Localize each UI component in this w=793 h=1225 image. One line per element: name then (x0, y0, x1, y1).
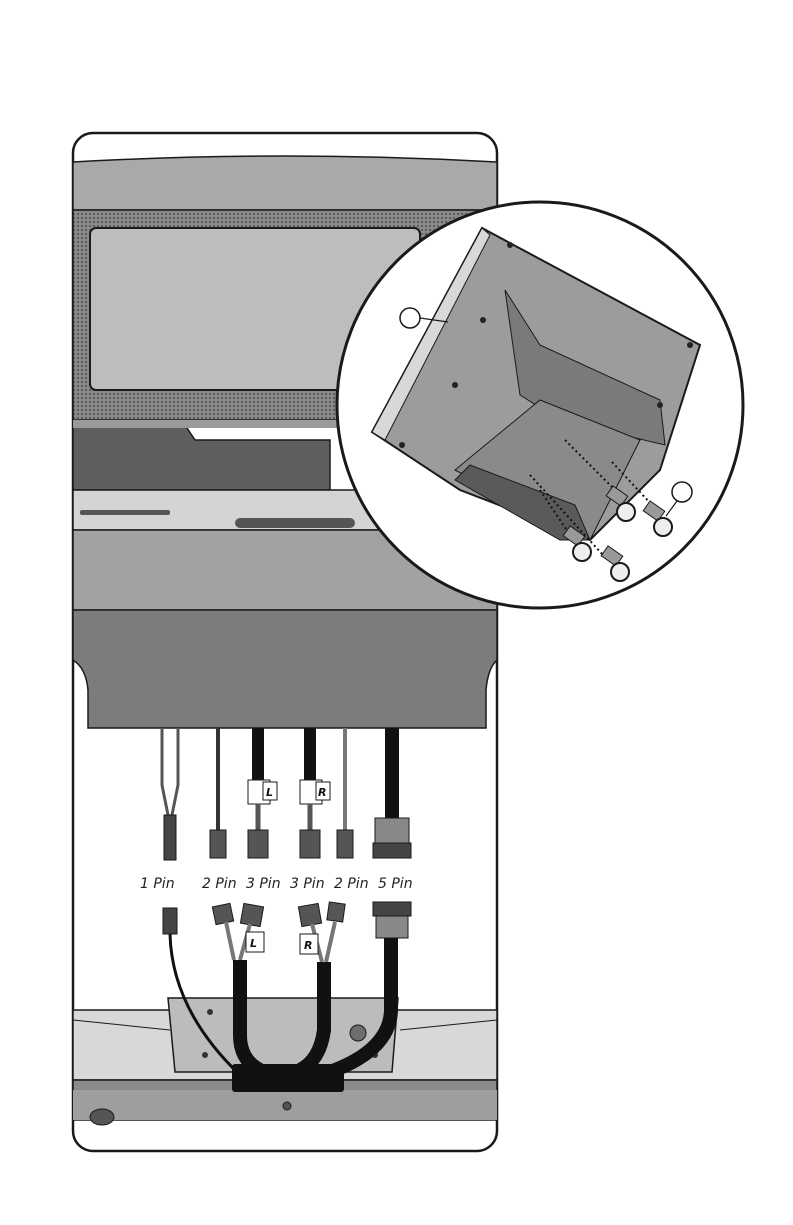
pin-label-4: 3 Pin (290, 876, 325, 892)
base-knob-icon (90, 1109, 114, 1125)
pin-label-6: 5 Pin (378, 876, 413, 892)
pin-label-1: 1 Pin (140, 876, 175, 892)
detail-callout (337, 202, 743, 608)
right-tag-lower: R (304, 939, 312, 952)
left-tag-lower: L (250, 937, 257, 950)
pin-label-3: 3 Pin (246, 876, 281, 892)
left-tag-upper: L (266, 786, 273, 799)
pin-label-2: 2 Pin (202, 876, 237, 892)
callout-marker-right (672, 482, 692, 502)
callout-marker-left (400, 308, 420, 328)
pin-label-5: 2 Pin (334, 876, 369, 892)
right-tag-upper: R (318, 786, 326, 799)
cable-clamp (232, 1064, 344, 1092)
